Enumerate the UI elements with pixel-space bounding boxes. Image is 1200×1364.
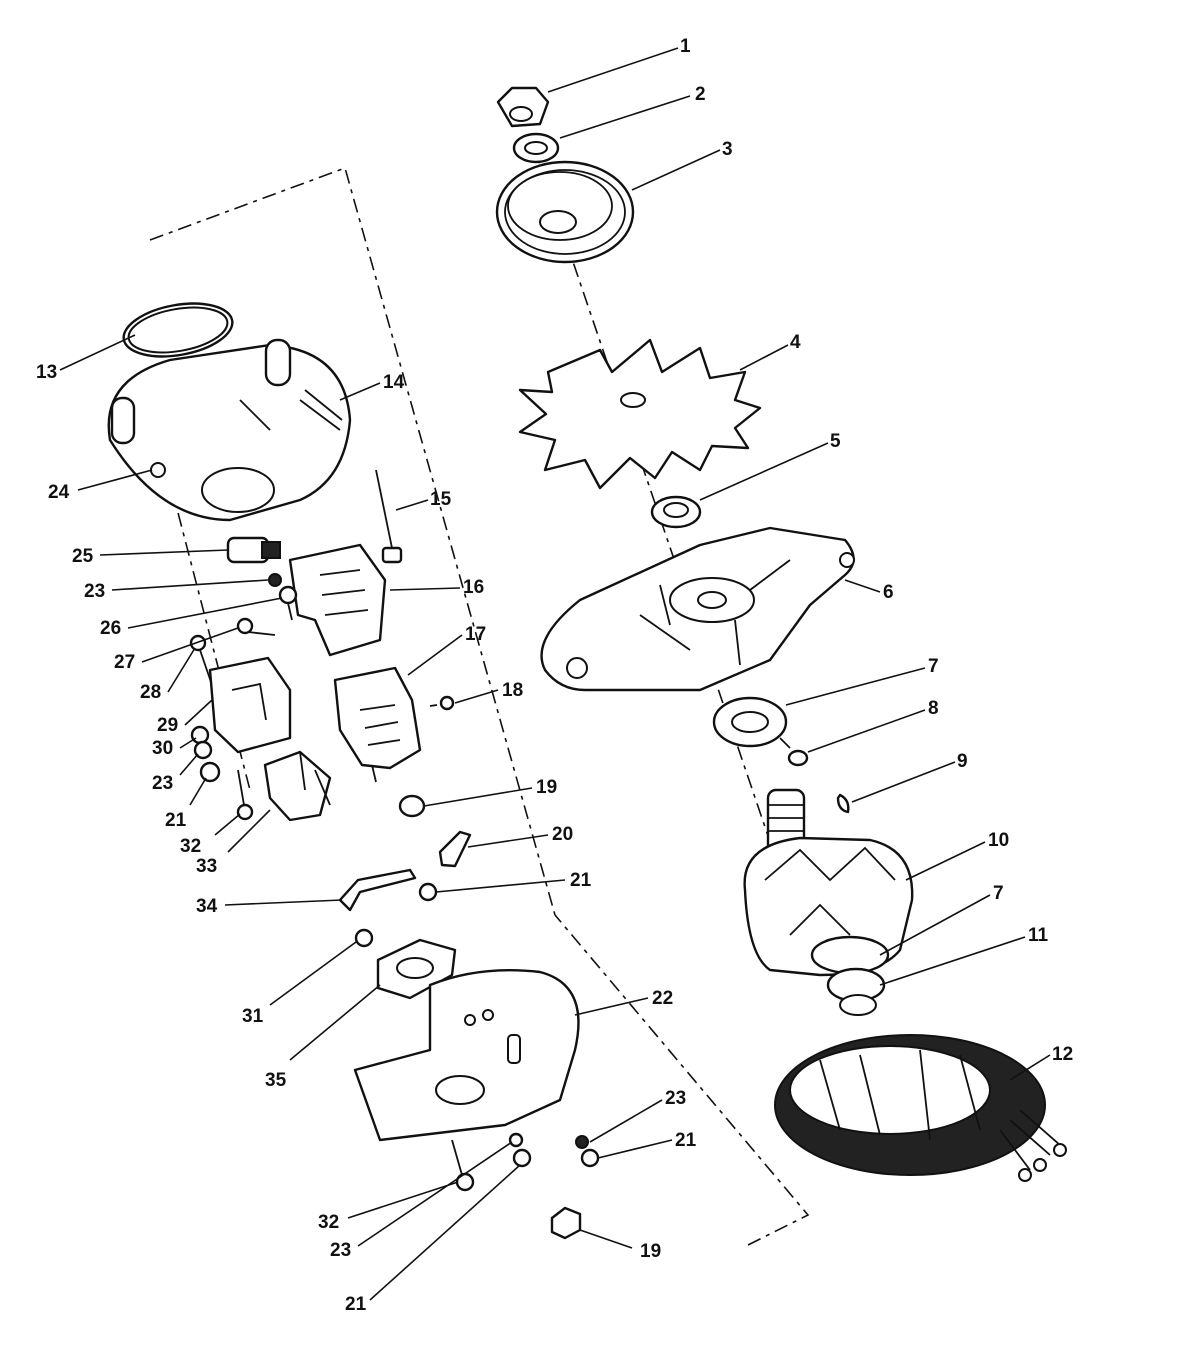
callout-7a: 7 <box>928 656 939 677</box>
part-1-nut <box>496 86 550 128</box>
callout-17: 17 <box>465 624 486 645</box>
part-26-screw <box>278 585 298 621</box>
callout-29: 29 <box>157 715 178 736</box>
part-21-nut-c <box>580 1148 600 1168</box>
part-6-drive-end-frame <box>540 526 855 692</box>
callout-25: 25 <box>72 546 94 567</box>
callout-30: 30 <box>152 738 173 759</box>
callout-27: 27 <box>114 652 135 673</box>
callout-11: 11 <box>1028 925 1049 946</box>
callout-15: 15 <box>430 489 452 510</box>
part-31-nut <box>354 928 374 948</box>
part-5-spacer <box>650 495 702 529</box>
part-32-screw-a <box>236 769 254 821</box>
callout-1: 1 <box>680 36 691 57</box>
part-20-bracket <box>438 830 472 868</box>
part-18-screw <box>429 695 455 711</box>
part-33-brush-holder <box>263 750 332 822</box>
part-25-capacitor <box>226 536 281 564</box>
callout-21b: 21 <box>570 870 592 891</box>
callout-20: 20 <box>552 824 573 845</box>
part-17-diode-trio <box>333 666 422 783</box>
callout-4: 4 <box>790 332 801 353</box>
part-21-nut-b <box>418 882 438 902</box>
part-23-washer-c <box>575 1135 589 1149</box>
callout-3: 3 <box>722 139 733 160</box>
part-21-nut-a <box>199 761 221 783</box>
part-8-screw <box>779 737 809 767</box>
callout-21c: 21 <box>675 1130 697 1151</box>
callout-32b: 32 <box>318 1212 339 1233</box>
callout-21a: 21 <box>165 810 187 831</box>
callout-32a: 32 <box>180 836 201 857</box>
callout-21d: 21 <box>345 1294 367 1315</box>
callout-24: 24 <box>48 482 70 503</box>
part-30-washer <box>190 725 210 745</box>
callout-22: 22 <box>652 988 673 1009</box>
part-4-fan <box>518 338 762 490</box>
part-23-washer-d <box>508 1132 524 1148</box>
part-14-slip-ring-end-frame <box>107 338 352 522</box>
callout-12: 12 <box>1052 1044 1073 1065</box>
part-34-strap <box>338 868 417 912</box>
part-9-key <box>836 793 850 814</box>
callout-28: 28 <box>140 682 161 703</box>
callout-9: 9 <box>957 751 968 772</box>
part-29-regulator <box>208 656 292 754</box>
callout-33: 33 <box>196 856 217 877</box>
part-13-o-ring <box>122 302 234 358</box>
callout-5: 5 <box>830 431 841 452</box>
callout-18: 18 <box>502 680 523 701</box>
part-16-rectifier-bridge <box>288 543 387 657</box>
rotor-axis-line <box>162 149 801 931</box>
callout-13: 13 <box>36 362 57 383</box>
callout-35: 35 <box>265 1070 287 1091</box>
part-19-insulator-a <box>398 794 426 818</box>
callout-23b: 23 <box>152 773 173 794</box>
part-23-washer-a <box>268 573 282 587</box>
callout-2: 2 <box>695 84 706 105</box>
callout-23a: 23 <box>84 581 105 602</box>
callout-16: 16 <box>463 577 484 598</box>
callout-31: 31 <box>242 1006 264 1027</box>
assembly-boundary-line <box>149 166 810 1246</box>
part-7-bearing-upper <box>712 696 788 748</box>
callout-8: 8 <box>928 698 939 719</box>
callout-34: 34 <box>196 896 218 917</box>
callout-19b: 19 <box>640 1241 661 1262</box>
part-19-insulator-b <box>550 1206 582 1240</box>
part-27-screw <box>236 617 276 636</box>
part-2-washer <box>512 132 560 164</box>
callout-labels: 1 2 3 4 5 6 7 8 9 10 7 11 12 13 14 24 15… <box>36 36 1073 1315</box>
part-21-nut-d <box>512 1148 532 1168</box>
part-22-cover <box>353 968 580 1142</box>
callout-23c: 23 <box>665 1088 686 1109</box>
callout-7b: 7 <box>993 883 1004 904</box>
part-10-rotor <box>743 788 914 1016</box>
callout-26: 26 <box>100 618 121 639</box>
callout-6: 6 <box>883 582 894 603</box>
part-15-bolt <box>375 469 403 564</box>
callout-14: 14 <box>383 372 405 393</box>
callout-10: 10 <box>988 830 1009 851</box>
part-23-washer-b <box>193 740 213 760</box>
leader-lines <box>59 47 1051 1301</box>
callout-23d: 23 <box>330 1240 351 1261</box>
callout-19a: 19 <box>536 777 557 798</box>
part-12-stator <box>774 1034 1067 1182</box>
part-3-pulley <box>495 160 635 264</box>
